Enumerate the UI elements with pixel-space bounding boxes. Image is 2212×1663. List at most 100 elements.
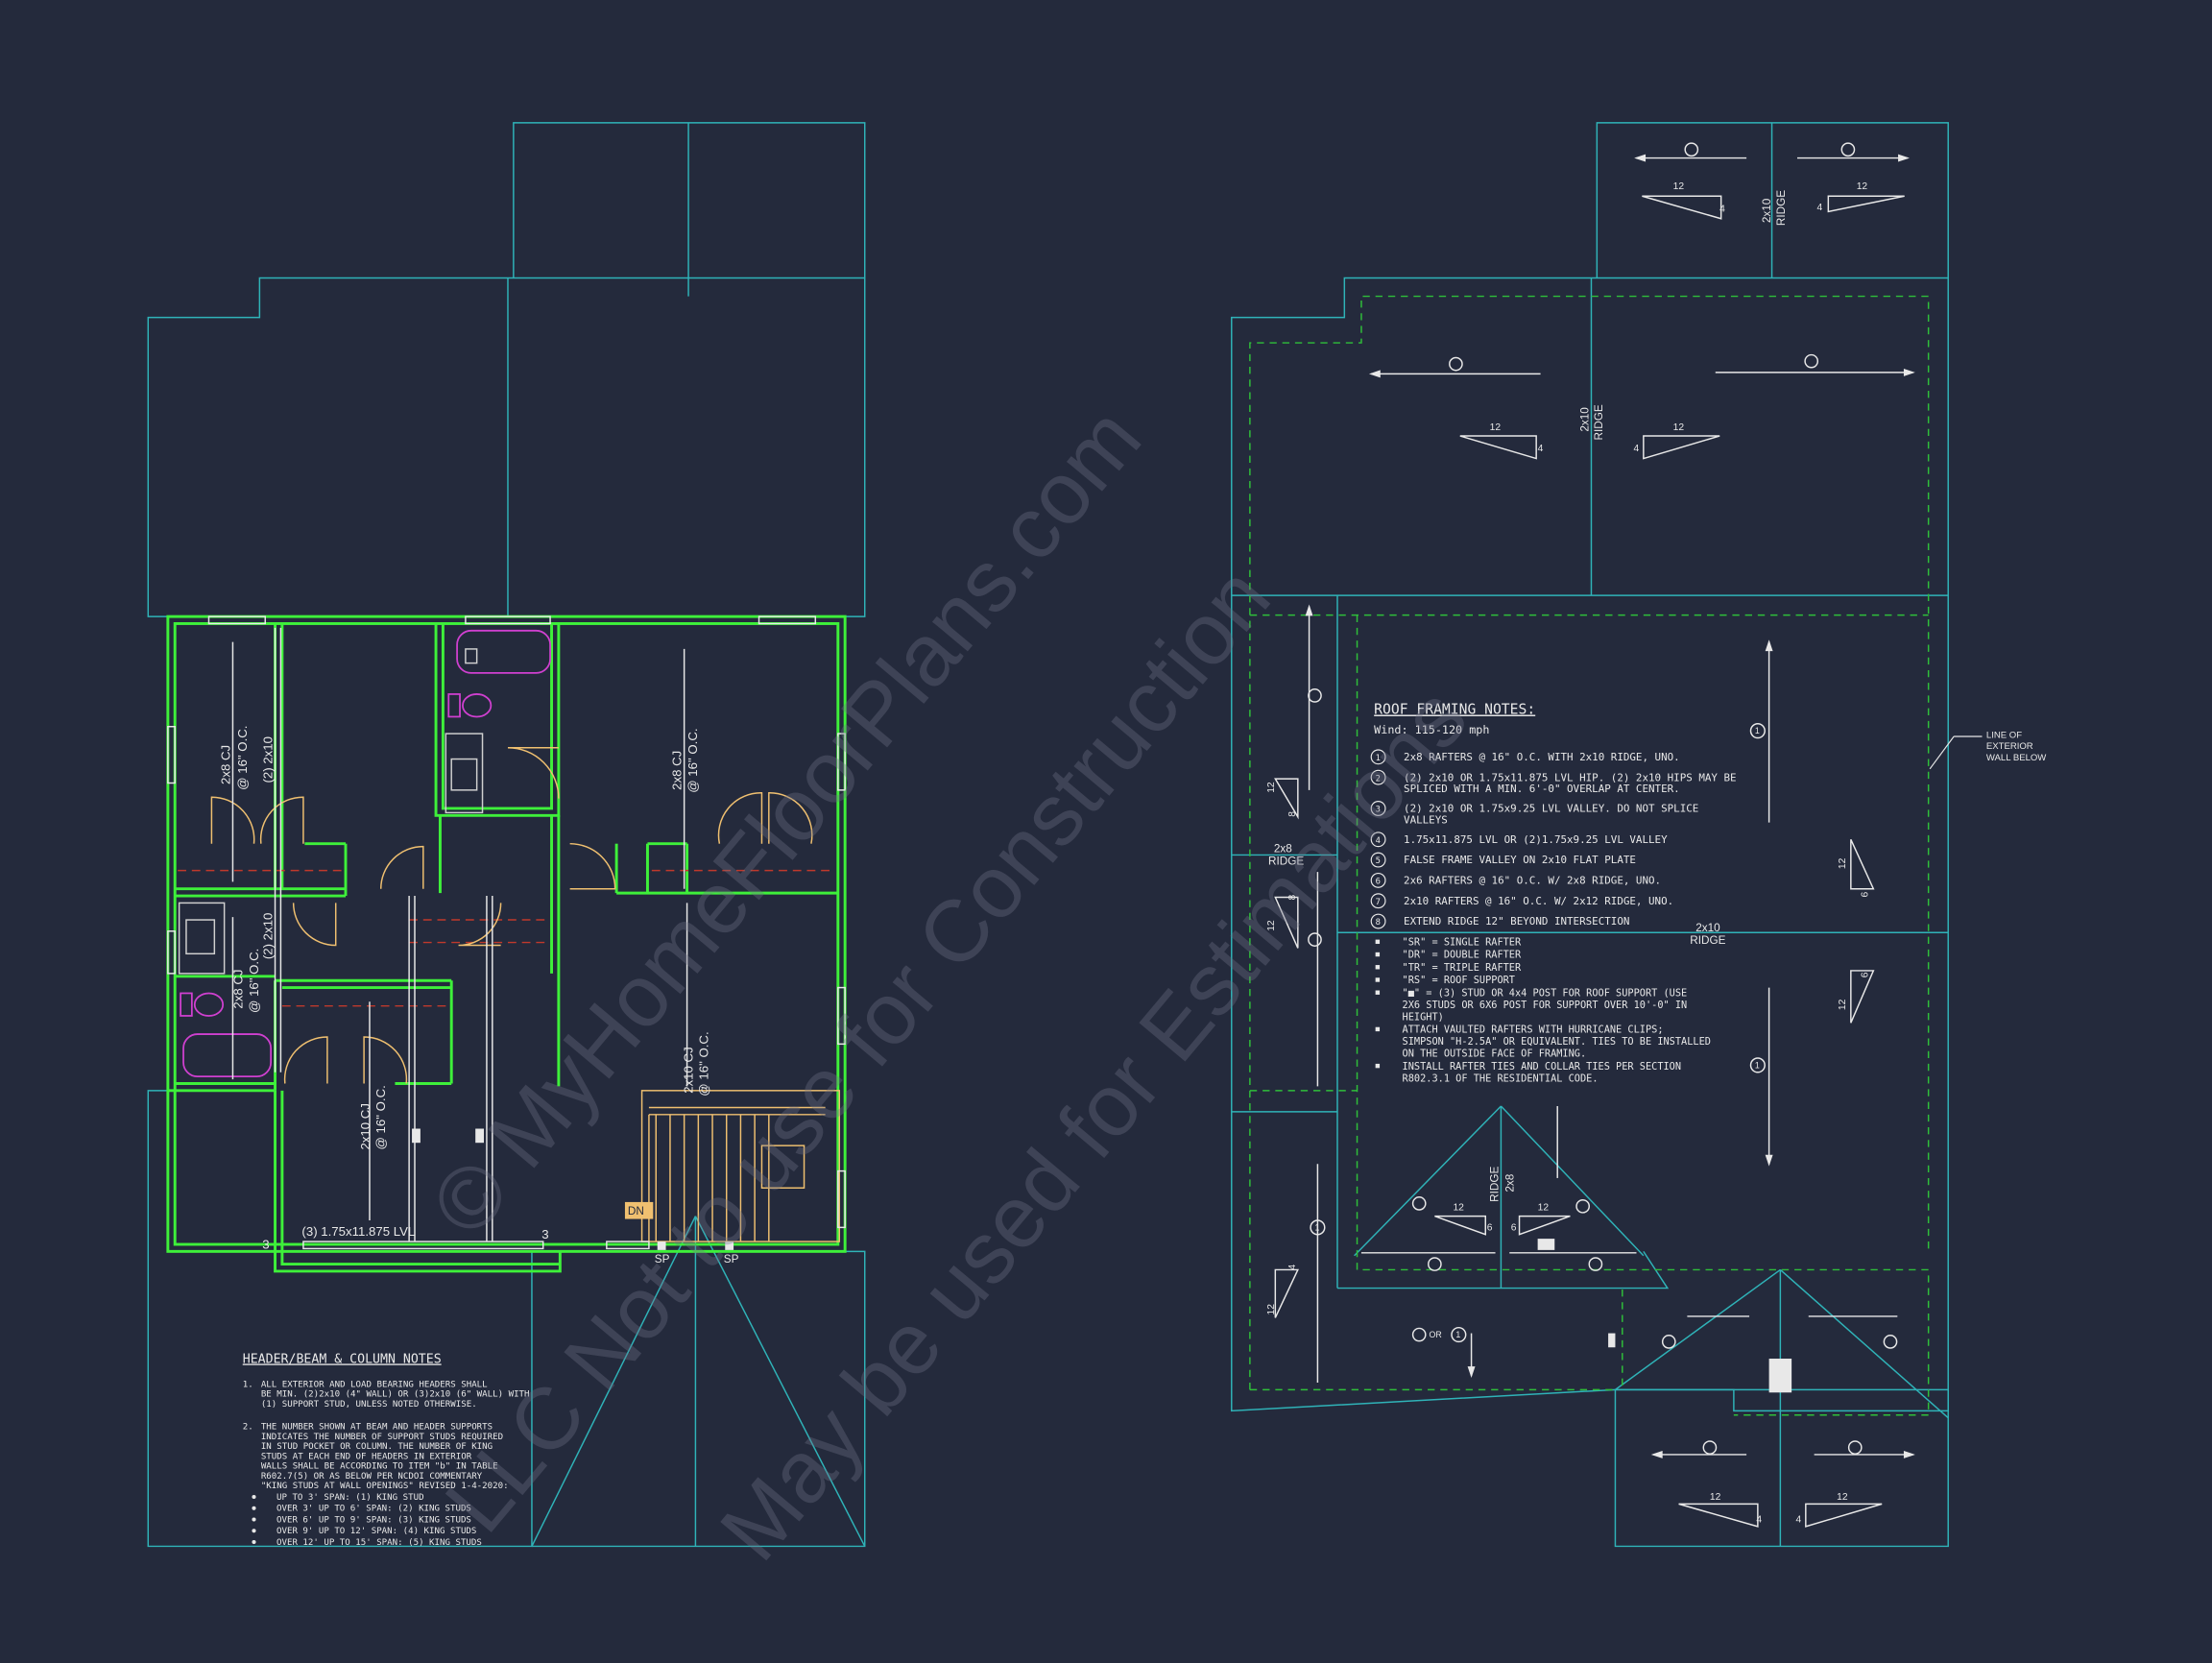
ridge-label-main-b: RIDGE [1593, 404, 1605, 440]
callout-1-c: 1 [1314, 1222, 1319, 1232]
roof-bullet-text: ON THE OUTSIDE FACE OF FRAMING. [1403, 1048, 1587, 1060]
roof-note-number: 8 [1376, 918, 1381, 928]
roof-note-number: 6 [1376, 878, 1381, 887]
stair-tag-box [624, 1201, 654, 1219]
note2-line-3: IN STUD POCKET OR COLUMN. THE NUMBER OF … [261, 1442, 493, 1452]
beam-label: (3) 1.75x11.875 LVL [301, 1224, 415, 1239]
pitch-rise: 4 [1756, 1514, 1762, 1525]
ridge-label-side: 2x8 [1274, 843, 1292, 856]
note2-line-5: WALLS SHALL BE ACCORDING TO ITEM "b" IN … [261, 1462, 498, 1472]
stair-tag: DN [628, 1205, 644, 1217]
roof-note-marker [1370, 852, 1386, 868]
stud-rule-2: OVER 3' UP TO 6' SPAN: (2) KING STUDS [276, 1505, 471, 1514]
support-posts [1537, 1239, 1792, 1393]
stair [640, 1090, 841, 1242]
sp-tag-right: SP [724, 1253, 739, 1265]
pitch-rise-alt: 8 [1287, 811, 1298, 817]
pitch-run: 12 [1673, 181, 1685, 192]
pitch-run: 12 [1673, 422, 1685, 433]
roof-note-text: VALLEYS [1404, 813, 1448, 826]
floor-labels: 2x8 CJ @ 16" O.C. (2) 2x10 2x8 CJ @ 16" … [219, 726, 739, 1266]
exterior-wall-note: LINE OF EXTERIOR WALL BELOW [1929, 730, 2046, 770]
roof-note-bullet [1375, 990, 1381, 995]
roof-note-text: SPLICED WITH A MIN. 6'-0" OVERLAP AT CEN… [1404, 783, 1680, 795]
watermark: © MyHomeFloorPlans.com LLC Not to use fo… [413, 390, 1485, 1579]
pitch-run: 12 [1266, 920, 1277, 931]
roof-note-number: 2 [1376, 774, 1381, 783]
sp-tag-left: SP [655, 1253, 670, 1265]
or-label: OR [1429, 1330, 1441, 1339]
pitch-rise-alt: 6 [1511, 1222, 1517, 1233]
roof-notes-title: ROOF FRAMING NOTES: [1374, 702, 1535, 718]
roof-note-number: 5 [1376, 856, 1381, 866]
joist-label-3: 2x8 CJ [231, 969, 246, 1008]
joist-label-1: 2x8 CJ [219, 745, 233, 784]
note2-line-2: INDICATES THE NUMBER OF SUPPORT STUDS RE… [261, 1433, 503, 1442]
ridge-label-top: 2x10 [1761, 198, 1773, 223]
ridge-label-gable: RIDGE [1488, 1167, 1501, 1202]
pitch-run: 12 [1838, 857, 1848, 869]
roof-note-marker [1370, 749, 1386, 765]
stud-count-left: 3 [262, 1237, 269, 1251]
pitch-run: 12 [1453, 1203, 1464, 1214]
ridge-label-gable-b: 2x8 [1504, 1173, 1517, 1192]
pitch-run: 12 [1490, 422, 1502, 433]
wall-note-line-2: EXTERIOR [1986, 741, 2033, 752]
note2-line-4: STUDS AT EACH END OF HEADERS IN EXTERIOR [261, 1452, 472, 1461]
note1-line-1: ALL EXTERIOR AND LOAD BEARING HEADERS SH… [261, 1380, 488, 1389]
pitch-run: 12 [1710, 1492, 1721, 1503]
roof-note-marker [1370, 832, 1386, 848]
pitch-run: 12 [1538, 1203, 1550, 1214]
roof-bullet-text: "TR" = TRIPLE RAFTER [1403, 962, 1522, 974]
wall-below-dashed [1249, 295, 1930, 1416]
stud-count-right: 3 [541, 1227, 548, 1241]
roof-note-bullet [1375, 965, 1381, 970]
posts [412, 1128, 734, 1250]
note2-line-7: "KING STUDS AT WALL OPENINGS" REVISED 1-… [261, 1482, 509, 1491]
roof-framing-plan: 1 1 1 1 OR 2x10 RIDGE 2x10 RIDGE 2x8 RID… [1231, 122, 2046, 1548]
callout-1-b: 1 [1755, 1060, 1760, 1070]
roof-bullet-text: INSTALL RAFTER TIES AND COLLAR TIES PER … [1403, 1061, 1681, 1073]
roof-note-text: (2) 2x10 OR 1.75x11.875 LVL HIP. (2) 2x1… [1404, 771, 1737, 783]
pitch-rise: 4 [1796, 1514, 1802, 1525]
roof-note-text: FALSE FRAME VALLEY ON 2x10 FLAT PLATE [1404, 854, 1636, 866]
pitch-rise: 4 [1287, 1264, 1298, 1269]
joist-label-4b: @ 16" O.C. [373, 1085, 388, 1149]
stud-rule-4: OVER 9' UP TO 12' SPAN: (4) KING STUDS [276, 1527, 476, 1536]
roof-note-marker [1370, 893, 1386, 909]
windows [167, 615, 846, 1250]
stud-rule-1: UP TO 3' SPAN: (1) KING STUD [276, 1493, 424, 1503]
note1-line-3: (1) SUPPORT STUD, UNLESS NOTED OTHERWISE… [261, 1400, 477, 1410]
roof-note-marker [1370, 769, 1386, 785]
roof-bullet-text: ATTACH VAULTED RAFTERS WITH HURRICANE CL… [1403, 1024, 1664, 1036]
joist-label-2b: @ 16" O.C. [685, 728, 700, 792]
roof-note-bullet [1375, 977, 1381, 982]
roof-note-text: 2x10 RAFTERS @ 16" O.C. W/ 2x12 RIDGE, U… [1404, 895, 1673, 907]
sinks [178, 648, 484, 975]
callout-markers [1308, 142, 1898, 1455]
header-notes: HEADER/BEAM & COLUMN NOTES 1. ALL EXTERI… [243, 1352, 530, 1548]
joist-label-1b: @ 16" O.C. [235, 726, 250, 790]
floor-framing-plan: 2x8 CJ @ 16" O.C. (2) 2x10 2x8 CJ @ 16" … [147, 122, 866, 1548]
pitch-rise: 4 [1538, 444, 1544, 454]
roof-bullet-text: HEIGHT) [1403, 1011, 1444, 1023]
pitch-run: 12 [1857, 181, 1868, 192]
roof-note-bullet [1375, 939, 1381, 945]
pitch-rise: 4 [1719, 204, 1725, 214]
stud-rule-3: OVER 6' UP TO 9' SPAN: (3) KING STUDS [276, 1515, 471, 1525]
pitch-rise-alt: 6 [1860, 972, 1870, 977]
pitch-rise-alt: 6 [1487, 1222, 1493, 1233]
wall-note-line-1: LINE OF [1986, 730, 2022, 740]
callout-labels: 1 1 1 1 OR [1314, 726, 1759, 1339]
roof-note-bullet [1375, 1063, 1381, 1069]
roof-note-bullet [1375, 952, 1381, 957]
header-label-2: (2) 2x10 [261, 913, 276, 960]
roof-note-text: 1.75x11.875 LVL OR (2)1.75x9.25 LVL VALL… [1404, 833, 1668, 846]
roof-note-marker [1370, 872, 1386, 888]
joist-label-3b: @ 16" O.C. [247, 949, 261, 1013]
joist-label-2: 2x8 CJ [670, 751, 685, 790]
roof-labels: 2x10 RIDGE 2x10 RIDGE 2x8 RIDGE 2x10 RID… [1268, 190, 1788, 1202]
joist-label-5b: @ 16" O.C. [697, 1031, 711, 1096]
